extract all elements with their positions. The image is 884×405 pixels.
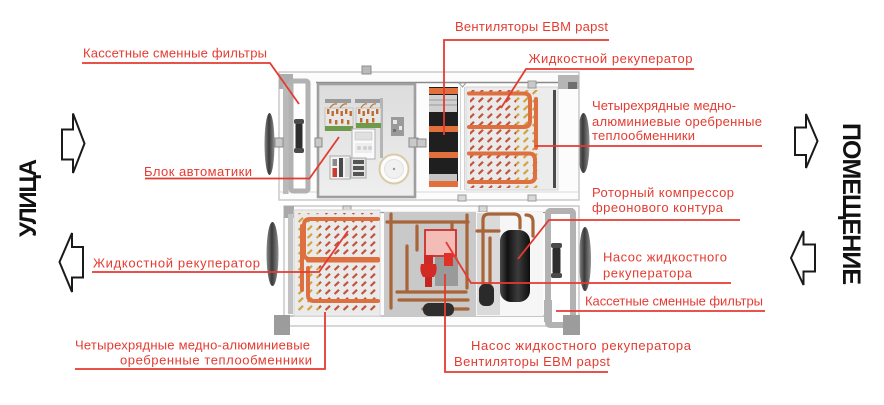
svg-text:Жидкостной рекуператор: Жидкостной рекуператор bbox=[529, 51, 693, 66]
svg-text:Насос жидкостного рекуператора: Насос жидкостного рекуператора bbox=[471, 338, 692, 353]
svg-text:оребренные теплообменники: оребренные теплообменники bbox=[120, 353, 312, 368]
svg-text:Кассетные сменные фильтры: Кассетные сменные фильтры bbox=[585, 294, 763, 309]
svg-text:Жидкостной рекуператор: Жидкостной рекуператор bbox=[93, 256, 260, 271]
svg-text:Четырехрядные медно-: Четырехрядные медно- bbox=[592, 98, 736, 113]
svg-text:алюминиевые оребренные: алюминиевые оребренные bbox=[592, 114, 762, 129]
svg-text:теплообменники: теплообменники bbox=[592, 128, 695, 143]
svg-text:Кассетные сменные фильтры: Кассетные сменные фильтры bbox=[83, 46, 267, 61]
svg-text:рекуператора: рекуператора bbox=[603, 266, 693, 281]
svg-text:УЛИЦА: УЛИЦА bbox=[15, 159, 42, 237]
svg-text:Вентиляторы EBM papst: Вентиляторы EBM papst bbox=[454, 354, 610, 369]
svg-text:Роторный компрессор: Роторный компрессор bbox=[592, 185, 734, 200]
svg-text:Вентиляторы EBM papst: Вентиляторы EBM papst bbox=[455, 19, 608, 34]
svg-text:фреонового контура: фреонового контура bbox=[592, 200, 724, 215]
svg-text:ПОМЕЩЕНИЕ: ПОМЕЩЕНИЕ bbox=[837, 123, 865, 285]
svg-text:Блок автоматики: Блок автоматики bbox=[144, 164, 252, 179]
svg-text:Насос жидкостного: Насос жидкостного bbox=[603, 250, 727, 265]
svg-text:Четырехрядные медно-алюминиевы: Четырехрядные медно-алюминиевые bbox=[75, 338, 310, 353]
